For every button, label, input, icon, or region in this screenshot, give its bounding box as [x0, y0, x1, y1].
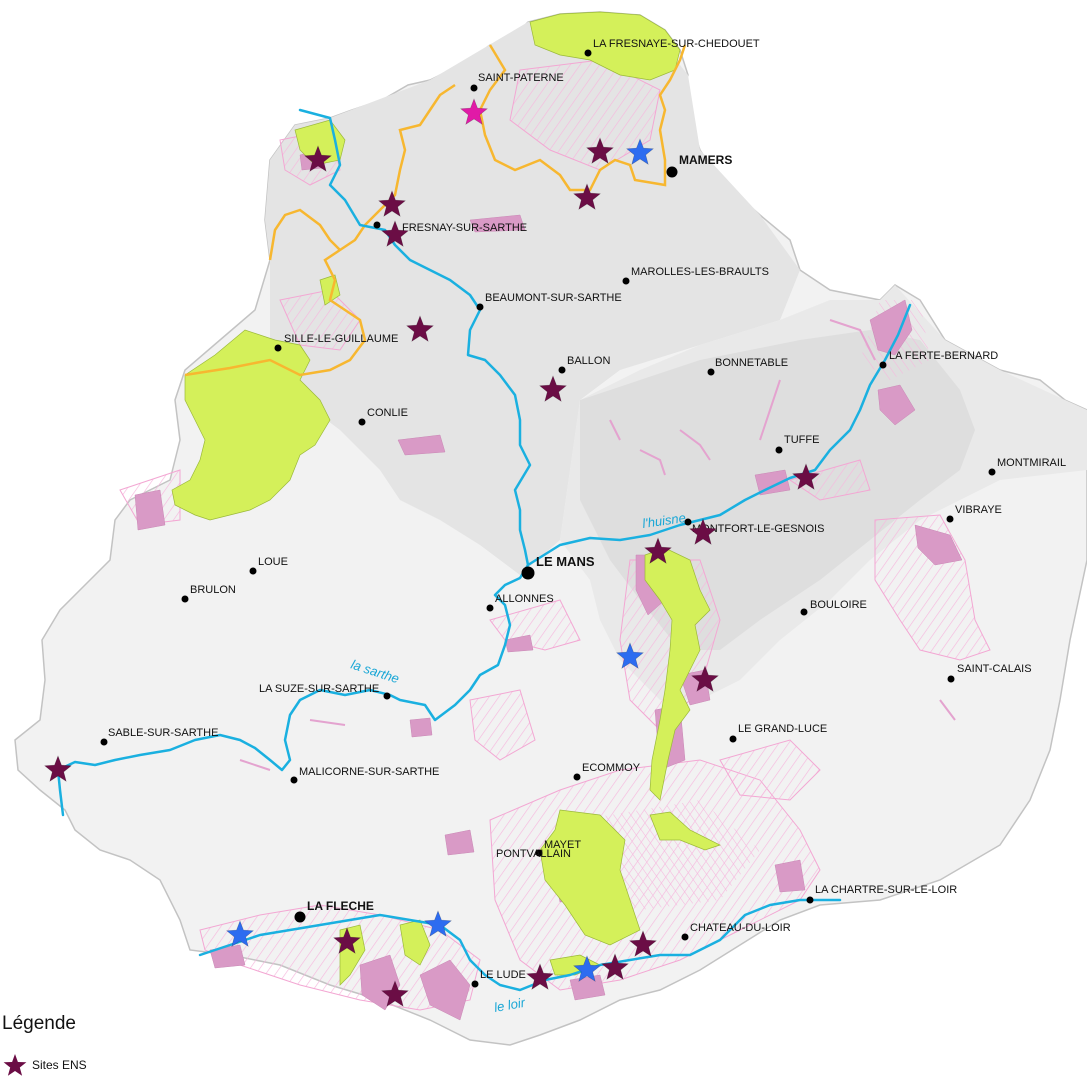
park-boundary-north [478, 44, 687, 192]
town-label: LA SUZE-SUR-SARTHE [259, 683, 379, 695]
town-label: LA FERTE-BERNARD [889, 350, 998, 362]
star-ens-icon [525, 963, 555, 990]
town-label: TUFFE [784, 434, 819, 446]
town-label: FRESNAY-SUR-SARTHE [402, 222, 527, 234]
river-label-huisne: l'huisne [641, 510, 686, 531]
star-blue-icon [423, 910, 453, 937]
star-blue-icon [615, 642, 645, 669]
town-label: BEAUMONT-SUR-SARTHE [485, 292, 622, 304]
star-ens-icon [791, 463, 821, 490]
town-label: LE MANS [536, 554, 595, 569]
star-icon [3, 1054, 27, 1076]
town-label: MAMERS [679, 153, 732, 167]
star-ens-icon [643, 537, 673, 564]
star-ens-icon [690, 665, 720, 692]
town-label: SILLE-LE-GUILLAUME [284, 333, 398, 345]
town-label: SAINT-CALAIS [957, 663, 1032, 675]
town-label: CHATEAU-DU-LOIR [690, 922, 791, 934]
river-sarthe [56, 108, 532, 817]
star-ens-icon [585, 137, 615, 164]
town-label: SAINT-PATERNE [478, 72, 564, 84]
star-ens-icon [43, 755, 73, 782]
town-label: LOUE [258, 556, 288, 568]
star-blue-icon [225, 920, 255, 947]
star-ens-icon [380, 980, 410, 1007]
town-label: LE GRAND-LUCE [738, 723, 827, 735]
town-label: SABLE-SUR-SARTHE [108, 727, 218, 739]
star-blue-icon [625, 138, 655, 165]
town-labels: LA FRESNAYE-SUR-CHEDOUET SAINT-PATERNE M… [108, 38, 1066, 981]
star-ens-icon [332, 927, 362, 954]
town-label: BOULOIRE [810, 599, 867, 611]
green-areas [171, 11, 721, 986]
park-boundary [184, 83, 456, 377]
town-label: VIBRAYE [955, 504, 1002, 516]
town-label: BALLON [567, 355, 610, 367]
star-ens-icon [405, 315, 435, 342]
town-label: MONTMIRAIL [997, 457, 1066, 469]
star-magenta-icon [459, 98, 489, 125]
town-label: CONLIE [367, 407, 408, 419]
star-ens-icon [303, 145, 333, 172]
town-label: BONNETABLE [715, 357, 788, 369]
town-label: LA FLECHE [307, 899, 374, 913]
star-ens-icon [628, 930, 658, 957]
town-label: LA FRESNAYE-SUR-CHEDOUET [593, 38, 760, 50]
legend-item-sites-ens: Sites ENS [2, 1053, 87, 1077]
pink-lines [239, 319, 956, 771]
town-label: ECOMMOY [582, 762, 641, 774]
site-markers [43, 98, 821, 1007]
town-label: MAROLLES-LES-BRAULTS [631, 266, 769, 278]
town-label: MONTFORT-LE-GESNOIS [692, 523, 824, 535]
town-dots [100, 49, 996, 988]
river-label-loir: le loir [493, 995, 527, 1015]
rivers [56, 108, 912, 992]
town-label: LA CHARTRE-SUR-LE-LOIR [815, 884, 957, 896]
river-huisne [526, 303, 912, 567]
star-ens-icon [380, 220, 410, 247]
town-label: BRULON [190, 584, 236, 596]
town-label: LE LUDE [480, 969, 526, 981]
star-ens-icon [688, 518, 718, 545]
town-label: MALICORNE-SUR-SARTHE [299, 766, 439, 778]
legend-title: Légende [2, 1013, 76, 1034]
town-label: ALLONNES [495, 593, 554, 605]
legend-item-label: Sites ENS [32, 1058, 87, 1072]
town-label: MAYET [544, 839, 581, 851]
town-label: PONTVALLAIN [496, 848, 571, 860]
star-ens-icon [572, 183, 602, 210]
star-blue-icon [572, 955, 602, 982]
star-ens-icon [538, 375, 568, 402]
star-ens-icon [600, 953, 630, 980]
zone-north [265, 15, 800, 575]
river-loir [198, 898, 842, 992]
star-ens-icon [377, 190, 407, 217]
